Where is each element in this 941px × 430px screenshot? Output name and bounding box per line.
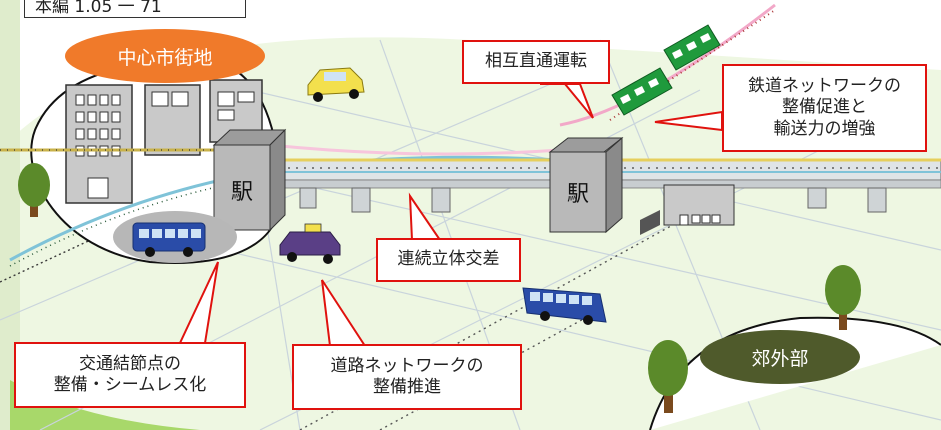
trees — [18, 163, 861, 413]
station-building-right — [548, 136, 624, 234]
station-label-left: 駅 — [230, 180, 253, 205]
suburban-building — [640, 184, 735, 235]
blue-track-rail — [9, 181, 241, 267]
callout-road-network: 道路ネットワークの 整備推進 — [292, 344, 522, 410]
through-service-rail — [609, 9, 776, 121]
city-center-label: 中心市街地 — [117, 46, 213, 69]
left-edge-strip — [0, 0, 20, 430]
top-label: 本編 1.05 一 71 — [24, 0, 246, 18]
green-train — [611, 24, 721, 116]
station-label-right: 駅 — [566, 182, 589, 207]
callout-through-service: 相互直通運転 — [462, 40, 610, 84]
bus-road — [522, 287, 607, 325]
bus-city — [132, 222, 206, 257]
callout-pointers — [178, 83, 723, 347]
callout-rail-network: 鉄道ネットワークの 整備促進と 輸送力の増強 — [722, 64, 927, 152]
city-center-oval — [65, 29, 265, 83]
taxi — [279, 223, 341, 264]
callout-transport-hub: 交通結節点の 整備・シームレス化 — [14, 342, 246, 408]
suburb-oval — [700, 330, 860, 384]
suburb-label: 郊外部 — [751, 347, 809, 370]
pink-track-left — [269, 143, 561, 156]
green-field-bottom-left — [10, 380, 200, 430]
station-building-left — [212, 128, 287, 232]
callout-grade-separation: 連続立体交差 — [376, 238, 521, 282]
yellow-car — [307, 67, 365, 102]
